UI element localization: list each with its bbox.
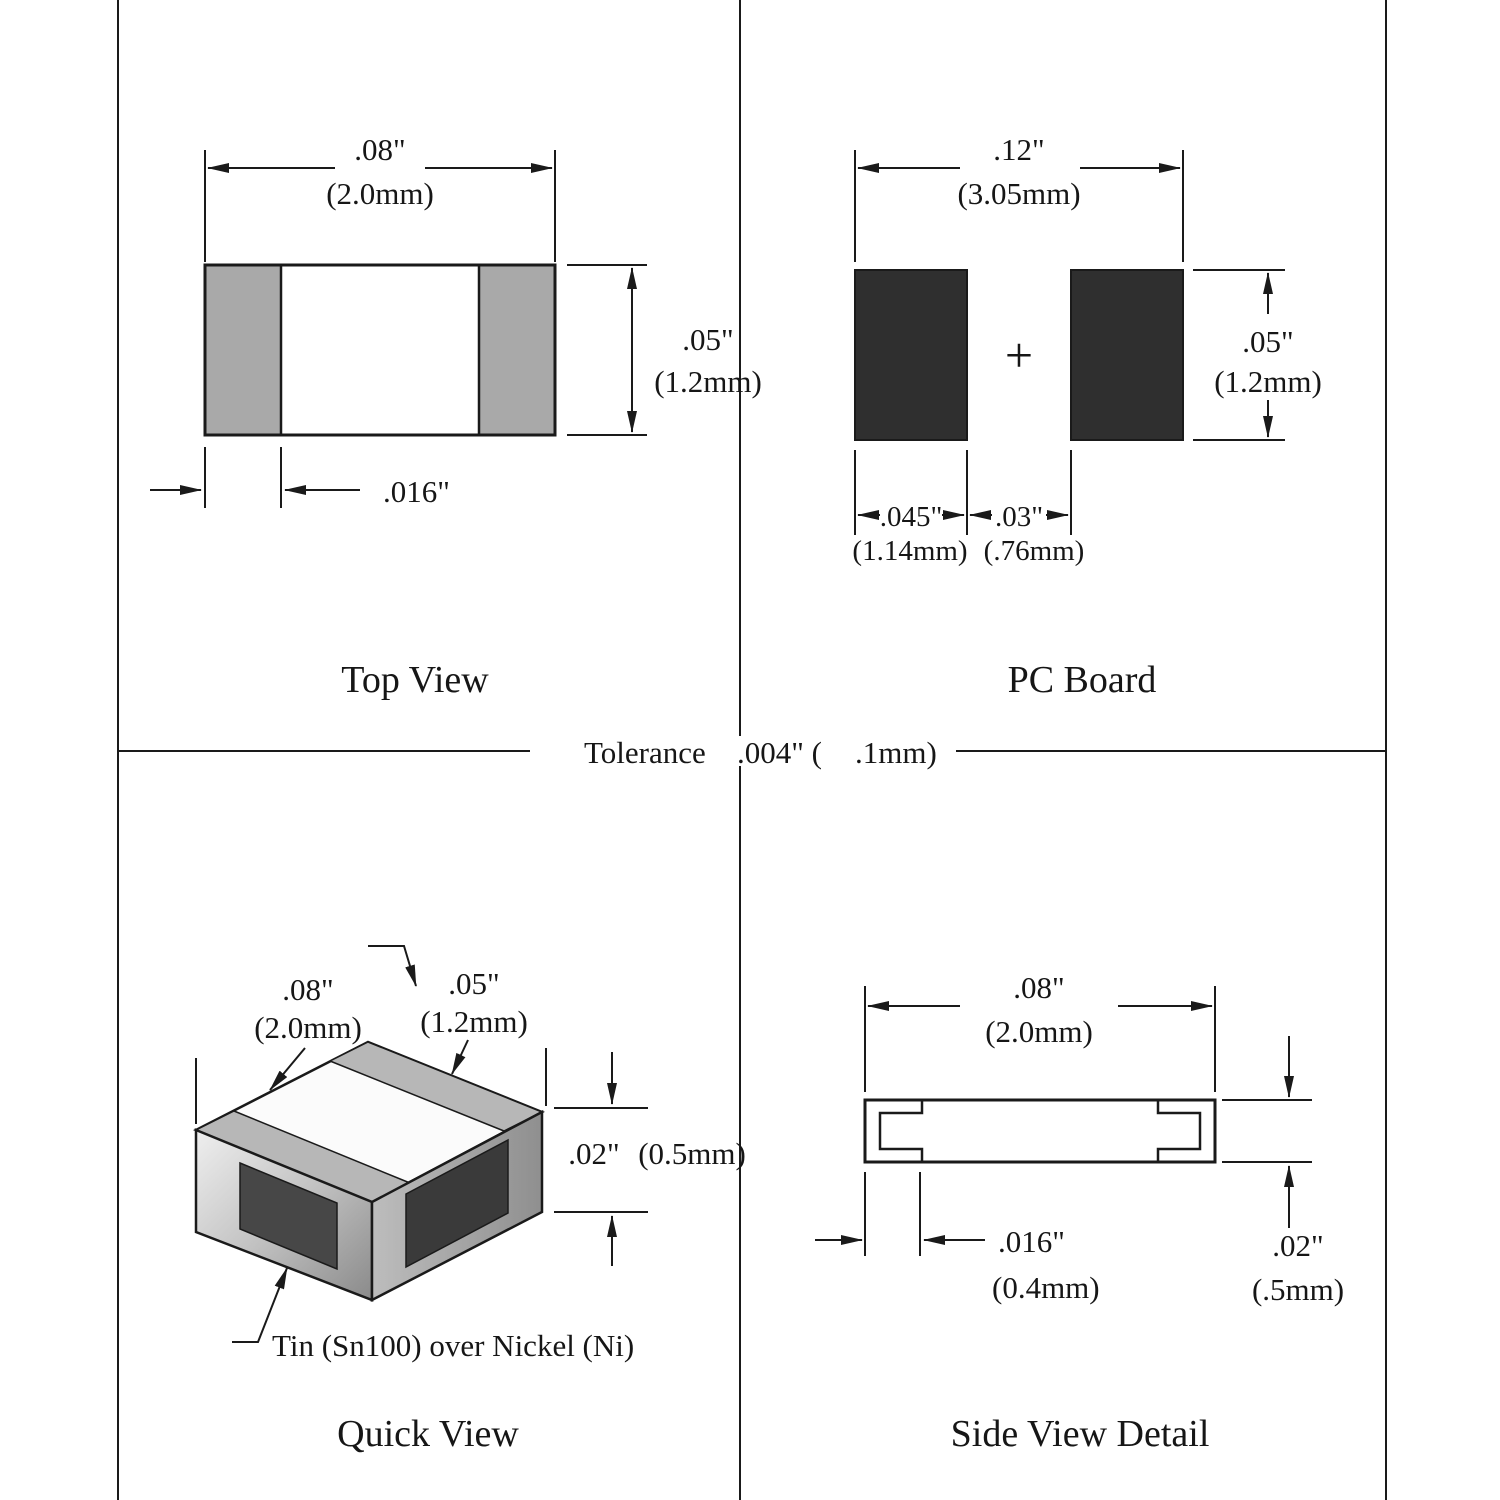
side-thickness-mm-label: (.5mm) <box>1252 1272 1344 1307</box>
length-dimension: .08" (2.0mm) <box>204 132 556 262</box>
gap-mm-label: (.76mm) <box>984 535 1085 567</box>
leader-arrow <box>451 1039 469 1075</box>
side-view-section: .08" (2.0mm) .02" (.5mm) .016" (0.4mm) S… <box>815 970 1344 1455</box>
left-pad <box>854 269 968 441</box>
side-terminal-inches-label: .016" <box>998 1224 1065 1259</box>
leader-arrow <box>368 945 417 987</box>
iso-length-dimension: .08" (2.0mm) <box>195 972 362 1124</box>
right-terminal-cross-section <box>1156 1100 1202 1162</box>
side-length-dimension: .08" (2.0mm) <box>864 970 1216 1092</box>
tolerance-mm: .1mm) <box>855 735 937 770</box>
side-thickness-dimension: .02" (.5mm) <box>1222 1036 1344 1307</box>
left-terminal-cross-section <box>878 1100 924 1162</box>
length-inches-label: .08" <box>354 132 405 167</box>
span-inches-label: .12" <box>993 132 1044 167</box>
pad-height-mm-label: (1.2mm) <box>1214 364 1322 399</box>
iso-length-inches-label: .08" <box>282 972 333 1007</box>
center-mark: + <box>1005 327 1033 383</box>
right-terminal <box>477 263 557 437</box>
iso-length-mm-label: (2.0mm) <box>254 1010 362 1045</box>
plating-note: Tin (Sn100) over Nickel (Ni) <box>232 1267 634 1363</box>
side-terminal-mm-label: (0.4mm) <box>992 1270 1100 1305</box>
tolerance-inches: .004" ( <box>737 735 822 770</box>
side-terminal-dimension: .016" (0.4mm) <box>815 1172 1100 1305</box>
height-inches-label: .05" <box>682 322 733 357</box>
terminal-inches-label: .016" <box>383 474 450 509</box>
frame <box>117 0 1387 1500</box>
side-length-inches-label: .08" <box>1013 970 1064 1005</box>
side-length-mm-label: (2.0mm) <box>985 1014 1093 1049</box>
iso-width-inches-label: .05" <box>448 966 499 1001</box>
quick-view-section: .08" (2.0mm) .05" (1.2mm) .02" (0.5mm) T… <box>193 945 746 1455</box>
side-thickness-inches-label: .02" <box>1272 1228 1323 1263</box>
iso-thickness-mm-label: (0.5mm) <box>638 1136 746 1171</box>
pc-board-section: + .12" (3.05mm) .05" (1.2mm) <box>852 132 1321 701</box>
top-view-section: .08" (2.0mm) .05" (1.2mm) .016" Top View <box>150 132 762 701</box>
tolerance-label: Tolerance <box>584 735 706 770</box>
leader-arrow <box>269 1047 306 1091</box>
pad-inches-label: .045" <box>880 501 943 533</box>
terminal-dimension: .016" <box>150 447 450 509</box>
top-view-caption: Top View <box>341 659 489 701</box>
side-view-caption: Side View Detail <box>951 1413 1210 1455</box>
pad-height-dimension: .05" (1.2mm) <box>1193 269 1322 441</box>
left-face-recess <box>239 1161 338 1271</box>
height-mm-label: (1.2mm) <box>654 364 762 399</box>
height-dimension: .05" (1.2mm) <box>567 264 762 436</box>
plating-note-label: Tin (Sn100) over Nickel (Ni) <box>272 1328 634 1363</box>
side-profile-outline <box>863 1098 1217 1164</box>
quick-view-caption: Quick View <box>337 1413 519 1455</box>
iso-width-mm-label: (1.2mm) <box>420 1004 528 1039</box>
span-dimension: .12" (3.05mm) <box>854 132 1184 262</box>
pc-board-caption: PC Board <box>1008 659 1157 701</box>
span-mm-label: (3.05mm) <box>957 176 1080 211</box>
iso-thickness-inches-label: .02" <box>568 1136 619 1171</box>
pad-width-and-gap-dimensions: .045" .03" (1.14mm) (.76mm) <box>852 450 1084 567</box>
iso-width-dimension: .05" (1.2mm) <box>368 945 547 1106</box>
right-pad <box>1070 269 1184 441</box>
length-mm-label: (2.0mm) <box>326 176 434 211</box>
plating-leader-arrow <box>232 1267 288 1343</box>
left-terminal <box>203 263 283 437</box>
right-face-recess <box>405 1138 509 1269</box>
pad-mm-label: (1.14mm) <box>852 535 967 567</box>
gap-inches-label: .03" <box>995 501 1043 533</box>
pad-height-inches-label: .05" <box>1242 324 1293 359</box>
iso-thickness-dimension: .02" (0.5mm) <box>554 1052 746 1266</box>
tolerance-note: Tolerance .004" ( .1mm) <box>584 735 937 770</box>
chip-outline <box>203 263 557 437</box>
